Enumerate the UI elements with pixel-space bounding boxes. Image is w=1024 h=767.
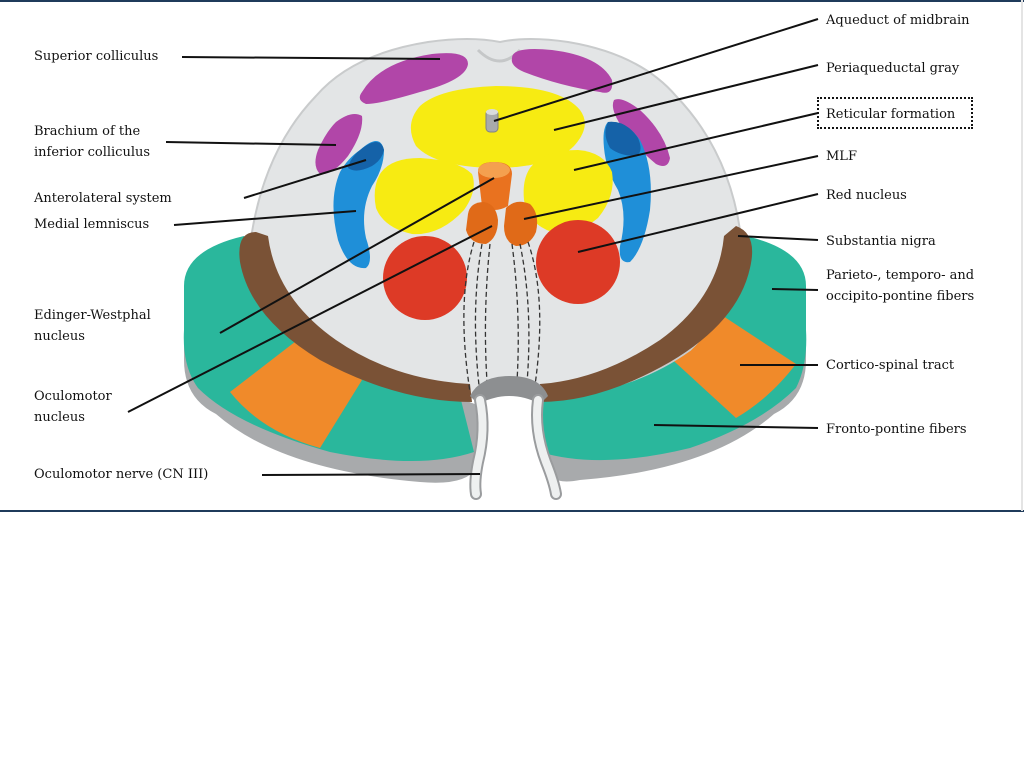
label-periaqueductal-gray: Periaqueductal gray <box>826 58 959 79</box>
red-nucleus-left <box>383 236 467 320</box>
label-superior-colliculus: Superior colliculus <box>34 46 158 67</box>
label-frontopontine-fibers: Fronto-pontine fibers <box>826 419 967 440</box>
aqueduct-opening <box>486 109 498 115</box>
label-oculomotor-nucleus: Oculomotor nucleus <box>34 386 112 428</box>
red-nucleus-right <box>536 220 620 304</box>
label-red-nucleus: Red nucleus <box>826 185 907 206</box>
label-anterolateral-system: Anterolateral system <box>34 188 172 209</box>
label-reticular-formation: Reticular formation <box>826 104 955 125</box>
label-mlf: MLF <box>826 146 857 167</box>
label-brachium-inferior-colliculus: Brachium of the inferior colliculus <box>34 121 150 163</box>
leader-oculomotor-nerve <box>262 474 480 475</box>
label-edinger-westphal-nucleus: Edinger-Westphal nucleus <box>34 305 151 347</box>
label-corticospinal-tract: Cortico-spinal tract <box>826 355 954 376</box>
label-medial-lemniscus: Medial lemniscus <box>34 214 149 235</box>
label-substantia-nigra: Substantia nigra <box>826 231 936 252</box>
edinger-westphal-top <box>478 162 510 178</box>
label-aqueduct-of-midbrain: Aqueduct of midbrain <box>826 10 970 31</box>
label-pontine-fibers: Parieto-, temporo- and occipito-pontine … <box>826 265 974 307</box>
label-oculomotor-nerve: Oculomotor nerve (CN III) <box>34 464 208 485</box>
leader-pontine <box>772 289 818 290</box>
